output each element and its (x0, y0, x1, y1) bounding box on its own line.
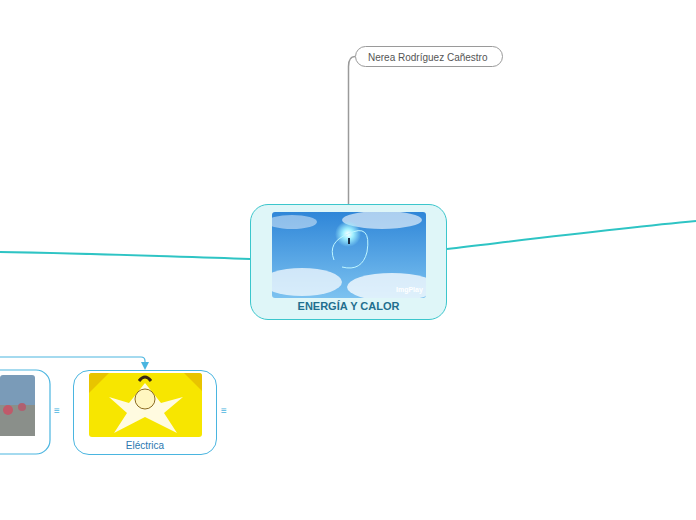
topic-title: ENERGÍA Y CALOR (251, 300, 446, 312)
relation-arrow (0, 357, 145, 366)
node-image (0, 405, 35, 436)
watermark: ImgPlay (396, 286, 423, 293)
author-name: Nerea Rodríguez Cañestro (356, 48, 500, 67)
branch-line (0, 252, 250, 259)
cut-node (0, 370, 50, 454)
author-pill: Nerea Rodríguez Cañestro (355, 46, 503, 67)
electric-image (89, 373, 202, 437)
node-image (0, 375, 35, 436)
menu-icon: ≡ (54, 405, 60, 416)
topic-node: Eléctrica (73, 370, 217, 455)
connector (349, 57, 356, 205)
node-image (18, 403, 26, 411)
topic-title: Eléctrica (74, 440, 216, 451)
node-image (3, 405, 13, 415)
topic-node: ENERGÍA Y CALOR (250, 204, 447, 320)
sky-image (272, 212, 426, 298)
branch-line (447, 221, 696, 249)
menu-icon: ≡ (221, 405, 227, 416)
